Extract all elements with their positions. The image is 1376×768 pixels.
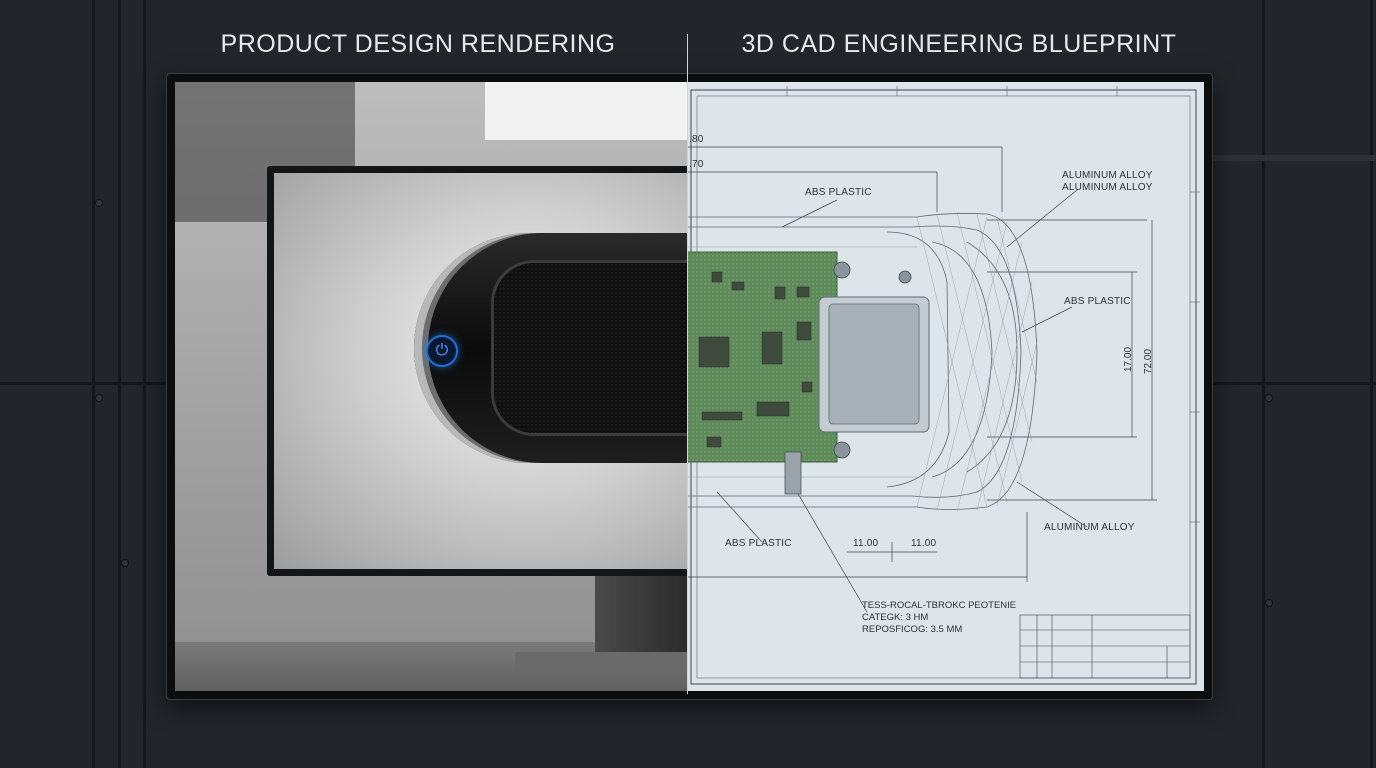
wall-rail (1212, 155, 1376, 161)
monitor-stand (595, 576, 687, 660)
monitor-stand-base (515, 652, 687, 674)
dim-label: .80 (689, 134, 704, 145)
wall-rivet (96, 200, 102, 206)
product-render-panel: ⏻ (175, 82, 687, 691)
monitor: ⏻ (267, 166, 687, 576)
spec-note: REPOSFICOG: 3.5 MM (862, 624, 963, 635)
dim-label: 72.00 (1143, 348, 1154, 374)
spec-note: TESS-ROCAL-TBROKC PEOTENIE (862, 600, 1017, 611)
material-label: ALUMINUM ALLOY (1062, 182, 1153, 193)
material-label: ABS PLASTIC (1064, 296, 1131, 307)
material-label: ABS PLASTIC (725, 538, 792, 549)
dim-label: 11.00 (853, 538, 879, 549)
left-heading: PRODUCT DESIGN RENDERING (220, 30, 616, 58)
wall-rivet (1266, 600, 1272, 606)
wall-seam (1370, 0, 1373, 768)
power-icon[interactable]: ⏻ (428, 337, 456, 365)
spec-note: CATEGK: 3 HM (862, 612, 929, 623)
wall-seam (92, 0, 95, 768)
material-label: ALUMINUM ALLOY (1062, 170, 1153, 181)
dim-label: 11.00 (911, 538, 937, 549)
speaker-product: ⏻ (414, 233, 687, 463)
cad-blueprint-panel: .80 .70 ABS PLASTIC ALUMINUM ALLOY ALUMI… (687, 82, 1204, 691)
wall-rivet (96, 395, 102, 401)
wall-rivet (122, 560, 128, 566)
wall-seam (143, 0, 146, 768)
wall-rivet (1266, 395, 1272, 401)
wall-seam (1262, 0, 1265, 768)
display-frame: ⏻ (167, 74, 1212, 699)
studio-light (485, 82, 687, 140)
dim-label: .70 (689, 159, 704, 170)
dim-label: 17.00 (1123, 346, 1134, 372)
material-label: ABS PLASTIC (805, 187, 872, 198)
right-heading: 3D CAD ENGINEERING BLUEPRINT (741, 30, 1177, 58)
wall-seam (118, 0, 121, 768)
comparison-divider (687, 34, 688, 694)
material-label: ALUMINUM ALLOY (1044, 522, 1135, 533)
monitor-screen: ⏻ (274, 173, 687, 569)
speaker-grille (494, 263, 687, 433)
blueprint-drawing (687, 86, 1200, 685)
